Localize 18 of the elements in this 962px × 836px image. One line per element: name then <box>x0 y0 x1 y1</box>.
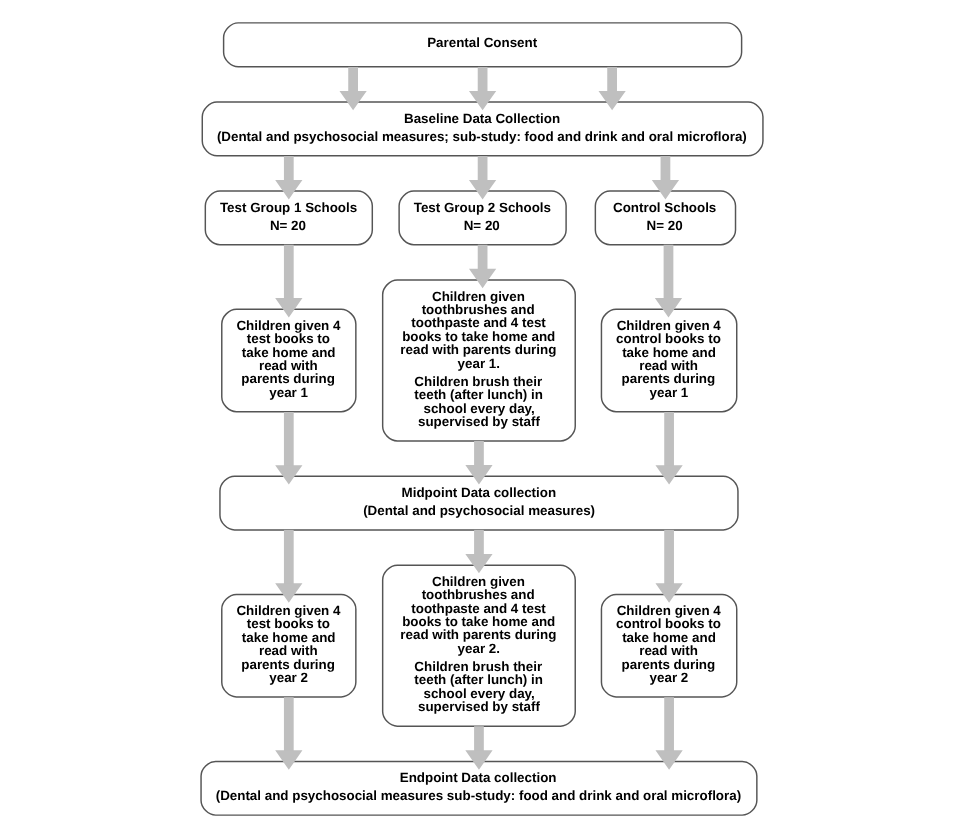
arrow <box>464 725 492 769</box>
arrow <box>274 528 302 602</box>
arrow <box>654 696 682 769</box>
arrow <box>274 411 302 484</box>
arrow <box>338 65 366 110</box>
arrow <box>597 65 625 110</box>
arrow <box>274 155 302 199</box>
arrow <box>464 439 492 484</box>
arrow <box>467 65 496 110</box>
arrow <box>274 696 302 769</box>
arrow <box>654 528 682 602</box>
arrow <box>467 243 496 288</box>
arrow <box>274 243 302 317</box>
arrow <box>467 155 496 199</box>
arrow <box>654 411 682 484</box>
arrow <box>650 155 679 199</box>
arrow <box>464 528 492 573</box>
arrow <box>653 243 682 317</box>
